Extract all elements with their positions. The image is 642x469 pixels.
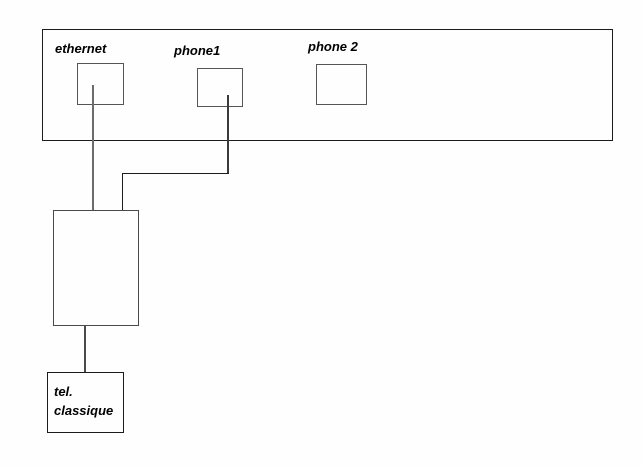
port-label-ethernet: ethernet [55, 41, 107, 56]
splitter-box [53, 210, 139, 326]
port-phone1 [197, 68, 243, 107]
port-phone2 [316, 64, 367, 105]
cable-phone1-drop-segment [122, 173, 123, 210]
device-panel [42, 29, 613, 141]
cable-ethernet-to-splitter [92, 85, 94, 210]
port-label-phone2: phone 2 [308, 39, 358, 54]
port-ethernet [77, 63, 124, 105]
port-label-phone1: phone1 [174, 43, 221, 58]
cable-splitter-to-phone [84, 326, 86, 372]
phone-box-label-line1: tel. [54, 384, 73, 399]
cable-phone1-horizontal-segment [122, 173, 229, 174]
phone-box: tel. classique [47, 372, 124, 433]
cable-phone1-vertical-segment [227, 95, 229, 174]
phone-box-label-line2: classique [54, 403, 114, 418]
